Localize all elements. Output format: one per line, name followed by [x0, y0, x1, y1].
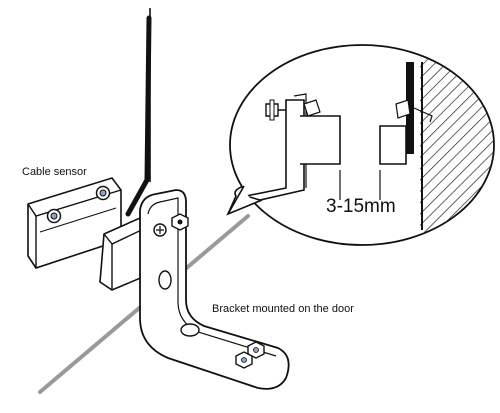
bracket-label: Bracket mounted on the door	[212, 303, 354, 315]
screw-icon	[46, 208, 62, 224]
bracket-hole	[180, 323, 200, 337]
door-panel	[406, 62, 414, 154]
detail-callout	[226, 44, 495, 246]
door-bracket	[139, 189, 290, 390]
sensor-cable	[125, 15, 152, 217]
nut-icon	[171, 213, 189, 231]
bracket-hole	[158, 270, 172, 290]
nut-icon	[247, 341, 265, 359]
wall-hatch	[420, 45, 494, 245]
nut-icon	[235, 351, 253, 369]
cable-sensor	[27, 177, 122, 269]
screw-icon	[95, 185, 111, 201]
screw-icon	[153, 223, 167, 237]
gap-dimension-label: 3-15mm	[326, 196, 396, 217]
cable-sensor-label: Cable sensor	[22, 166, 87, 178]
